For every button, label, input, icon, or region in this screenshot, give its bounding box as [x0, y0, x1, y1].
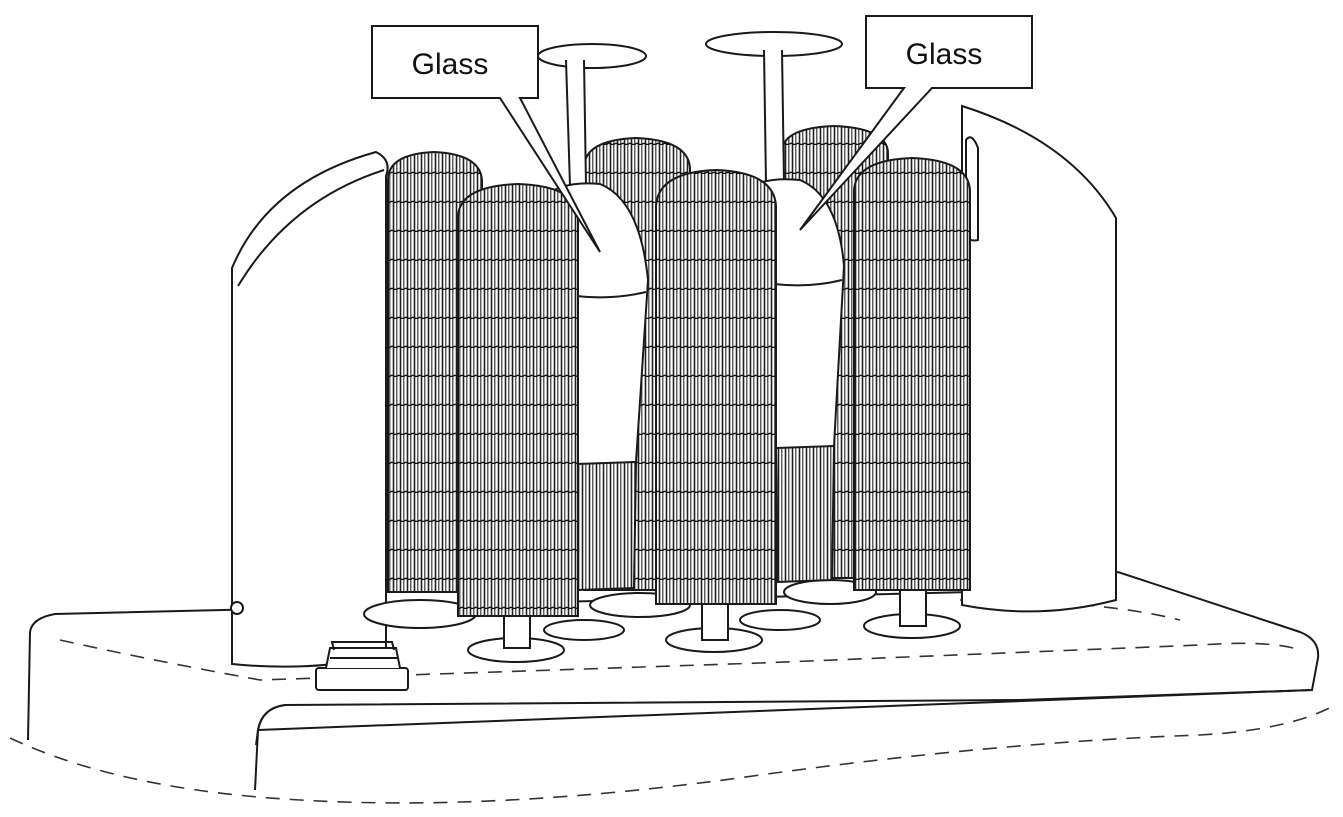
- callout-left: Glass: [371, 25, 601, 253]
- drain-nozzle: [315, 641, 409, 691]
- callout-left-label: Glass: [412, 48, 489, 81]
- callout-right-label: Glass: [906, 38, 983, 71]
- brush-mounts: [543, 609, 821, 641]
- brush-under-glass-left: [574, 460, 638, 592]
- left-tube: [230, 150, 389, 668]
- callout-right: Glass: [799, 15, 1033, 231]
- brush-front-center: [655, 168, 777, 653]
- right-tube: [961, 104, 1117, 613]
- brush-front-right: [853, 156, 971, 639]
- brush-under-glass-right: [774, 444, 836, 584]
- brush-front-left: [457, 182, 579, 663]
